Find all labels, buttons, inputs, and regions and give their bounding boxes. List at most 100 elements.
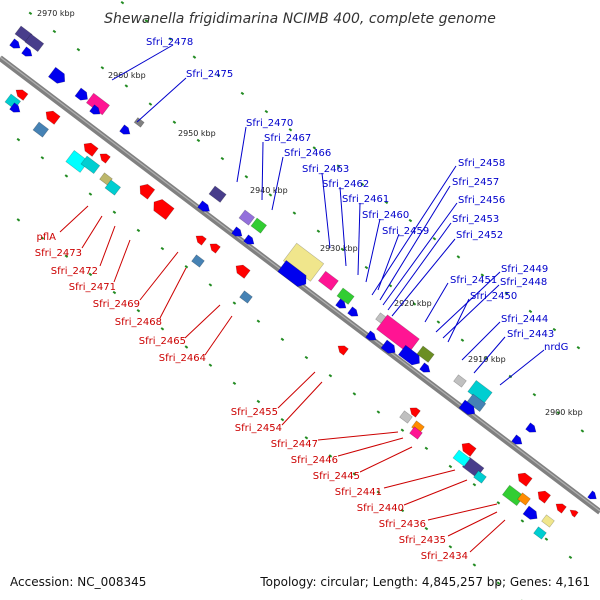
gene-label-Sfri_2440: Sfri_2440 <box>357 503 404 514</box>
tick-mark <box>408 218 413 223</box>
gene-feature <box>9 38 21 49</box>
tick-mark <box>216 73 221 77</box>
gene-label-Sfri_2466: Sfri_2466 <box>284 148 331 159</box>
tick-mark <box>292 211 297 215</box>
gene-feature <box>416 345 435 363</box>
gene-feature <box>517 472 533 487</box>
tick-mark <box>136 228 141 233</box>
tick-mark <box>232 301 237 305</box>
tick-mark <box>568 555 573 560</box>
gene-feature <box>458 399 476 415</box>
tick-mark <box>256 319 261 323</box>
gene-label-Sfri_2470: Sfri_2470 <box>246 118 293 129</box>
tick-mark <box>328 373 333 378</box>
gene-feature <box>365 330 377 341</box>
gene-feature <box>21 46 33 57</box>
gene-feature <box>209 243 221 254</box>
gene-label-Sfri_2461: Sfri_2461 <box>342 194 389 205</box>
gene-feature <box>133 117 145 128</box>
gene-label-Sfri_2462: Sfri_2462 <box>322 179 369 190</box>
gene-feature <box>533 526 547 540</box>
tick-mark <box>208 363 213 367</box>
tick-mark <box>304 355 309 360</box>
gene-label-Sfri_2443: Sfri_2443 <box>507 329 554 340</box>
gene-feature <box>65 149 89 173</box>
gene-label-Sfri_2457: Sfri_2457 <box>452 177 499 188</box>
gene-feature <box>453 374 467 388</box>
gene-feature <box>104 179 122 196</box>
gene-label-Sfri_2447: Sfri_2447 <box>271 439 318 450</box>
accession-text: Accession: NC_008345 <box>10 575 146 589</box>
tick-mark <box>352 472 357 476</box>
tick-mark <box>352 392 357 396</box>
tick-mark <box>280 417 285 422</box>
gene-label-Sfri_2468: Sfri_2468 <box>115 317 162 328</box>
kbp-label: 2960 kbp <box>108 71 146 80</box>
tick-mark <box>472 563 477 567</box>
gene-feature <box>380 339 396 354</box>
tick-mark <box>400 508 405 513</box>
gene-feature <box>517 492 531 506</box>
gene-label-Sfri_2441: Sfri_2441 <box>335 487 382 498</box>
gene-feature <box>466 393 487 413</box>
gene-feature <box>239 290 253 304</box>
gene-feature <box>99 153 111 164</box>
tick-mark <box>16 137 21 142</box>
gene-label-Sfri_2478: Sfri_2478 <box>146 37 193 48</box>
tick-mark <box>472 482 477 487</box>
tick-mark <box>528 309 533 314</box>
tick-mark <box>424 446 429 451</box>
gene-label-Sfri_2449: Sfri_2449 <box>501 264 548 275</box>
kbp-label: 2950 kbp <box>178 129 216 138</box>
gene-feature <box>80 155 101 175</box>
reverse-gene-labels <box>59 205 506 553</box>
tick-mark <box>532 392 537 397</box>
tick-mark <box>168 37 173 41</box>
gene-feature <box>335 298 347 309</box>
kbp-label: 2910 kbp <box>468 355 506 364</box>
gene-feature <box>231 226 243 237</box>
gene-label-Sfri_2454: Sfri_2454 <box>235 423 282 434</box>
gene-feature <box>399 410 413 424</box>
tick-mark <box>100 66 105 70</box>
gene-label-Sfri_2473: Sfri_2473 <box>35 248 82 259</box>
tick-mark <box>196 138 201 143</box>
topology-text: Topology: circular; Length: 4,845,257 bp… <box>259 575 590 589</box>
tick-mark <box>424 526 429 531</box>
gene-feature <box>317 270 339 291</box>
tick-mark <box>240 91 245 96</box>
gene-label-Sfri_2458: Sfri_2458 <box>458 158 505 169</box>
tick-mark <box>148 102 153 106</box>
gene-feature <box>85 92 110 116</box>
tick-mark <box>220 156 225 161</box>
tick-mark <box>280 337 285 342</box>
gene-feature <box>45 110 61 125</box>
tick-mark <box>552 327 557 332</box>
tick-mark <box>160 327 165 331</box>
gene-label-Sfri_2472: Sfri_2472 <box>51 266 98 277</box>
tick-mark <box>376 410 381 414</box>
tick-mark <box>232 381 237 386</box>
gene-feature <box>452 449 471 467</box>
kbp-label: 2930 kbp <box>320 244 358 253</box>
tick-mark <box>40 156 45 160</box>
tick-mark <box>88 272 93 277</box>
gene-label-Sfri_2436: Sfri_2436 <box>379 519 426 530</box>
tick-mark <box>412 302 417 306</box>
tick-mark <box>112 290 117 295</box>
tick-mark <box>172 120 177 124</box>
gene-features <box>4 25 597 540</box>
tick-mark <box>496 501 501 505</box>
kbp-scale: 2970 kbp 2960 kbp 2950 kbp 2940 kbp 2930… <box>37 9 583 417</box>
gene-feature <box>197 200 210 212</box>
forward-gene-names: Sfri_2478 Sfri_2475 Sfri_2470 Sfri_2467 … <box>146 37 568 353</box>
tick-mark <box>400 428 405 432</box>
tick-mark <box>336 164 341 168</box>
gene-feature <box>74 87 88 101</box>
kbp-label: 2970 kbp <box>37 9 75 18</box>
tick-mark <box>448 545 453 549</box>
gene-feature <box>119 124 131 135</box>
gene-feature <box>587 490 597 500</box>
